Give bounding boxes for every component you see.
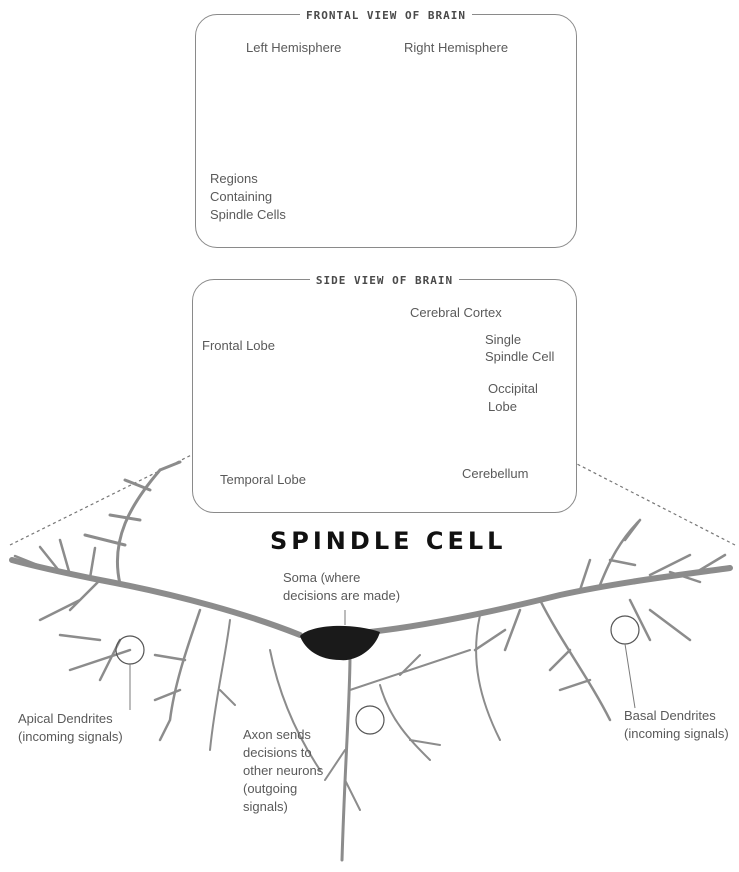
basal-dendrites-label-line2: (incoming signals) [624,726,729,742]
spindle-cell-title: SPINDLE CELL [270,527,506,555]
axon-label-line5: signals) [243,799,288,815]
cerebellum-label: Cerebellum [462,466,528,482]
apical-dendrites-label-line2: (incoming signals) [18,729,123,745]
axon-label-line2: decisions to [243,745,312,761]
apical-dendrites-label-line1: Apical Dendrites [18,711,113,727]
occipital-lobe-label-line2: Lobe [488,399,517,415]
regions-label-line2: Containing [210,189,272,205]
axon-highlight-circle [356,706,384,734]
left-hemisphere-label: Left Hemisphere [246,40,341,56]
regions-label-line3: Spindle Cells [210,207,286,223]
basal-dendrites-label-line1: Basal Dendrites [624,708,716,724]
frontal-lobe-label: Frontal Lobe [202,338,275,354]
cerebral-cortex-label: Cerebral Cortex [410,305,502,321]
side-view-title: SIDE VIEW OF BRAIN [310,274,459,287]
temporal-lobe-label: Temporal Lobe [220,472,306,488]
basal-highlight-circle [611,616,639,644]
single-spindle-label-line2: Spindle Cell [485,349,554,365]
soma-label-line2: decisions are made) [283,588,400,604]
axon-label-line4: (outgoing [243,781,297,797]
right-hemisphere-label: Right Hemisphere [404,40,508,56]
soma-shape [300,626,380,660]
frontal-view-title: FRONTAL VIEW OF BRAIN [300,9,472,22]
single-spindle-label-line1: Single [485,332,521,348]
regions-label-line1: Regions [210,171,258,187]
axon-label-line1: Axon sends [243,727,311,743]
occipital-lobe-label-line1: Occipital [488,381,538,397]
spindle-neuron [12,462,730,860]
axon-label-line3: other neurons [243,763,323,779]
soma-label-line1: Soma (where [283,570,360,586]
